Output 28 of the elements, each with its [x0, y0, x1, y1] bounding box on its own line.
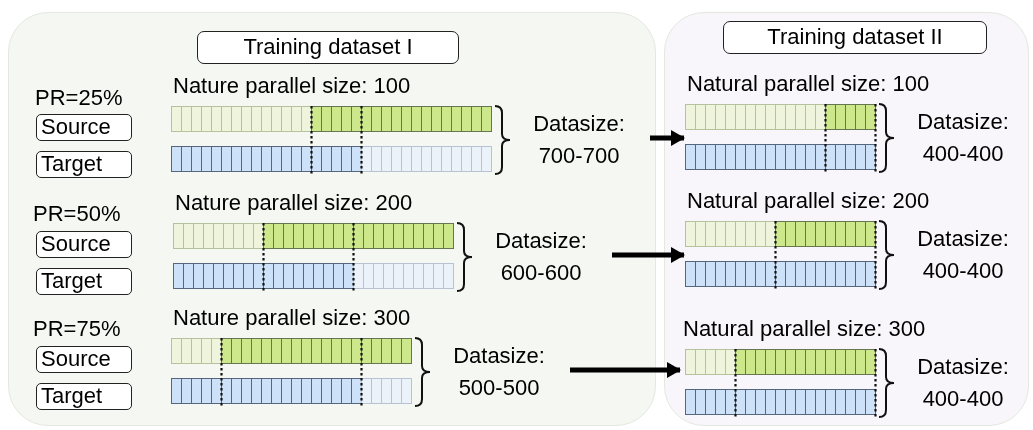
datasize-text: Datasize: 700-700 — [532, 110, 626, 170]
dataset-heading: Natural parallel size: 200 — [687, 188, 930, 214]
tag-box: Source — [36, 114, 132, 141]
dataset-heading: Natural parallel size: 100 — [687, 71, 930, 97]
tag-box: Target — [36, 383, 132, 410]
dataset-heading: Nature parallel size: 200 — [175, 190, 413, 216]
arrow — [650, 130, 685, 146]
dataset-heading: Natural parallel size: 300 — [683, 316, 926, 342]
panel-title: Training dataset II — [723, 21, 987, 54]
panel-title: Training dataset I — [197, 31, 459, 64]
dataset-heading: Nature parallel size: 300 — [173, 305, 411, 331]
dataset-heading: Nature parallel size: 100 — [173, 73, 411, 99]
dataset-panel — [664, 12, 1029, 426]
percentage-label: PR=25% — [35, 85, 123, 111]
datasize-text: Datasize: 500-500 — [452, 342, 546, 402]
arrow — [612, 247, 685, 263]
datasize-text: Datasize: 600-600 — [494, 227, 588, 287]
datasize-text: Datasize: 400-400 — [916, 353, 1010, 413]
datasize-text: Datasize: 400-400 — [916, 108, 1010, 168]
tag-box: Target — [36, 268, 132, 295]
tag-box: Source — [36, 346, 132, 373]
percentage-label: PR=50% — [33, 201, 121, 227]
datasize-text: Datasize: 400-400 — [916, 225, 1010, 285]
percentage-label: PR=75% — [33, 316, 121, 342]
tag-box: Source — [36, 231, 132, 258]
tag-box: Target — [36, 151, 132, 178]
arrow — [570, 362, 681, 378]
dataset-panel — [8, 12, 656, 426]
